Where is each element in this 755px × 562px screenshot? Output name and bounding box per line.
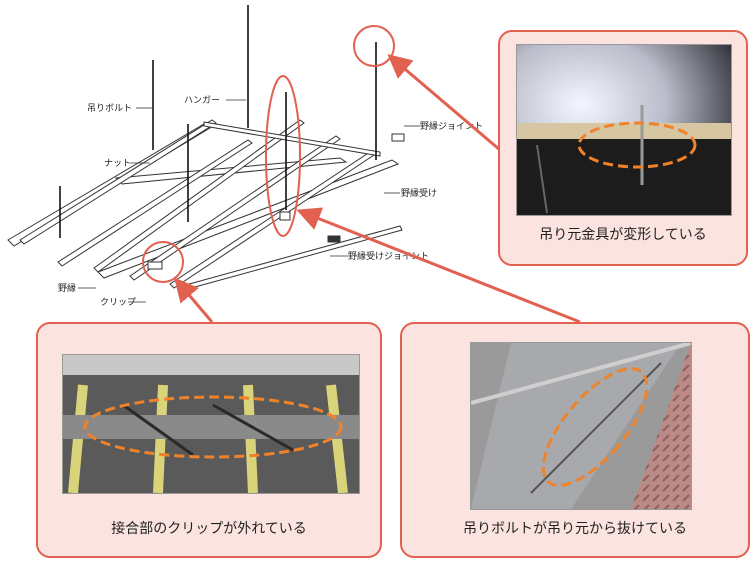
label-hanger: ハンガー [184, 95, 220, 106]
cross-member-1 [19, 119, 217, 245]
caption-bolt: 吊りボルトが吊り元から抜けている [463, 521, 687, 537]
photo-anchor [516, 44, 732, 216]
cross-member-2 [57, 139, 253, 267]
label-nobuchi-receiver: 野縁受け [401, 187, 437, 199]
label-nut: ナット [104, 158, 131, 169]
caption-anchor: 吊り元金具が変形している [539, 227, 707, 243]
dashed-ellipse-clip [83, 395, 343, 459]
callout-bolt-pulled-out: 吊りボルトが吊り元から抜けている [400, 322, 750, 558]
highlight-anchor-circle [353, 25, 395, 67]
cross-member-6 [203, 121, 381, 157]
clip-1 [147, 261, 163, 270]
photo-bolt [470, 342, 692, 510]
callout-anchor-deformed: 吊り元金具が変形している [498, 30, 748, 266]
joint-1 [391, 133, 405, 142]
label-clip: クリップ [100, 297, 136, 308]
label-nobuchi: 野縁 [58, 282, 76, 294]
callout-clip-detached: 接合部のクリップが外れている [36, 322, 382, 558]
cross-members [19, 119, 403, 291]
highlight-clip-circle [142, 241, 184, 283]
arrow-to-bolt [296, 207, 581, 324]
cross-member-3 [93, 119, 305, 273]
arrow-to-anchor [387, 54, 501, 152]
dashed-ellipse-bolt [541, 367, 649, 487]
joint-2 [327, 235, 341, 243]
highlight-bolt-oval [265, 75, 301, 237]
arrow-to-clip [174, 277, 214, 323]
dashed-ellipse-anchor [577, 121, 697, 169]
clips [147, 133, 405, 270]
hanger-bolts [59, 5, 377, 238]
photo-clip [62, 354, 360, 494]
label-hanger-bolt: 吊りボルト [87, 103, 132, 114]
clip-2 [279, 211, 291, 221]
caption-clip: 接合部のクリップが外れている [111, 521, 307, 537]
